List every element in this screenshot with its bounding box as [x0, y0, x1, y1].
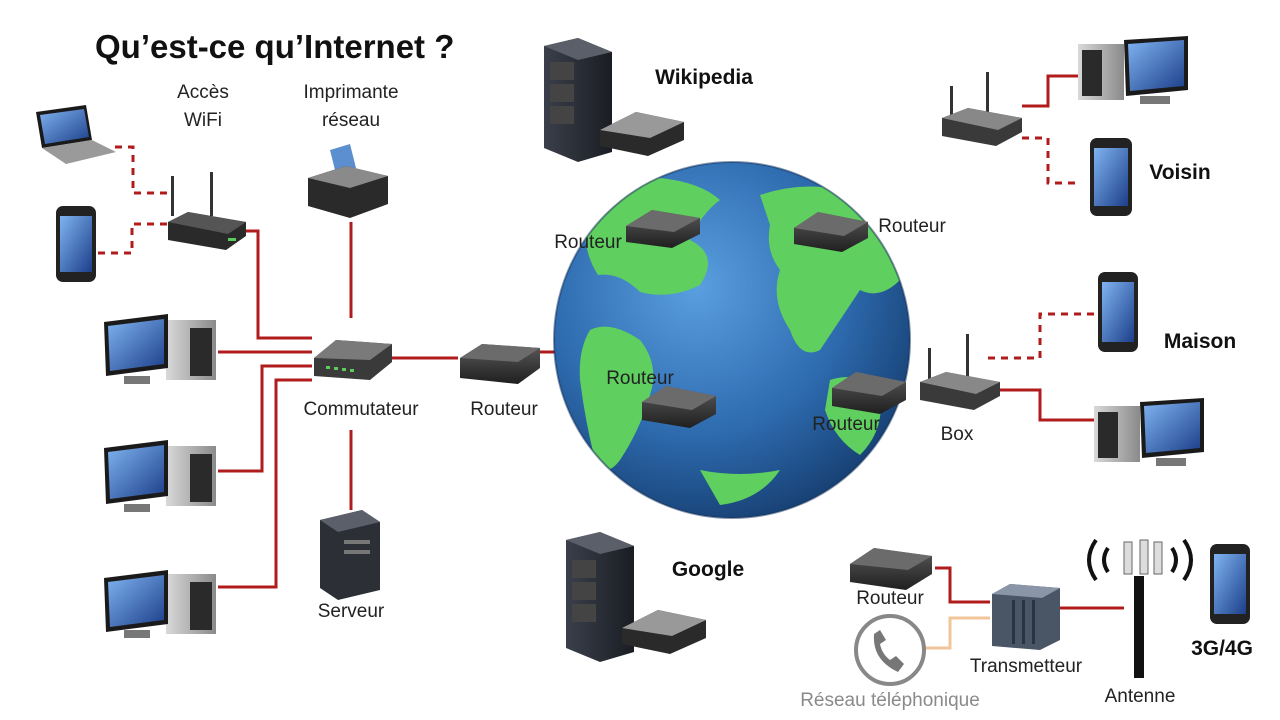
desktop-pc-icon-maison	[1094, 398, 1204, 466]
antenna-label: Antenne	[1104, 686, 1176, 707]
wifi-access-label-line1: Accès	[177, 82, 229, 103]
google-label: Google	[671, 558, 745, 581]
wire-ap-switch	[245, 229, 312, 340]
box-label: Box	[940, 424, 974, 445]
wire-pc3-switch	[218, 378, 312, 589]
router-globe-bl-icon	[642, 386, 716, 428]
wifi-router-icon	[168, 172, 246, 250]
wifi-maison-phone	[988, 312, 1094, 360]
mobile-network-label: 3G/4G	[1191, 637, 1253, 660]
router-globe-bl-label: Routeur	[606, 368, 674, 389]
server-rack-icon-google	[566, 532, 706, 662]
transmitter-label: Transmetteur	[969, 656, 1083, 677]
wires-left	[98, 145, 556, 589]
wire-pc2-switch	[218, 364, 312, 473]
switch-icon	[314, 340, 392, 380]
wire-maison-pc	[998, 388, 1094, 422]
router-globe-tr-icon	[794, 212, 868, 252]
antenna-tower-icon	[1087, 538, 1193, 678]
desktop-pc-icon-3	[104, 570, 216, 638]
desktop-pc-icon-2	[104, 440, 216, 512]
page-title: Qu’est-ce qu’Internet ?	[95, 28, 455, 65]
desktop-pc-icon-1	[104, 314, 216, 384]
wifi-access-label-line2: WiFi	[184, 110, 222, 131]
wikipedia-label: Wikipedia	[655, 66, 753, 89]
printer-label-line1: Imprimante	[303, 82, 399, 103]
router-globe-br-label: Routeur	[812, 414, 880, 435]
wire-voisin-pc	[1022, 74, 1078, 108]
smartphone-icon-maison	[1098, 272, 1138, 352]
voisin-label: Voisin	[1149, 161, 1211, 184]
wifi-link-laptop	[115, 145, 168, 195]
server-tower-icon	[320, 510, 380, 600]
server-label: Serveur	[317, 601, 385, 622]
telephone-network-label: Réseau téléphonique	[800, 690, 980, 711]
router-local-label: Routeur	[470, 399, 538, 420]
wifi-voisin-phone	[1022, 136, 1078, 185]
router-globe-tr-label: Routeur	[878, 216, 946, 237]
telephone-network-icon	[854, 614, 926, 686]
router-globe-tl-icon	[626, 210, 700, 248]
router-globe-br-icon	[832, 372, 906, 414]
globe-icon	[553, 161, 911, 519]
smartphone-icon-mobile	[1210, 544, 1250, 624]
printer-label-line2: réseau	[321, 110, 381, 131]
printer-label: Imprimante réseau	[290, 79, 412, 135]
box-router-icon	[920, 334, 1000, 410]
laptop-icon	[36, 105, 116, 164]
wifi-link-phone	[98, 222, 168, 255]
desktop-pc-icon-voisin	[1078, 36, 1188, 104]
smartphone-icon-voisin	[1090, 138, 1132, 216]
router-local-icon	[460, 344, 540, 384]
switch-label: Commutateur	[303, 399, 419, 420]
wire-mobile-router	[935, 566, 990, 604]
maison-label: Maison	[1163, 330, 1237, 353]
printer-icon	[308, 144, 388, 218]
router-mobile-label: Routeur	[856, 588, 924, 609]
server-rack-icon-wikipedia	[544, 38, 684, 162]
wires-right	[935, 74, 1124, 610]
wire-phone-network	[925, 616, 990, 650]
router-globe-tl-label: Routeur	[554, 232, 622, 253]
wifi-router-icon-voisin	[942, 72, 1022, 146]
transmitter-icon	[992, 584, 1060, 650]
wifi-access-label: Accès WiFi	[168, 79, 238, 135]
router-mobile-icon	[850, 548, 932, 590]
smartphone-icon-left	[56, 206, 96, 282]
